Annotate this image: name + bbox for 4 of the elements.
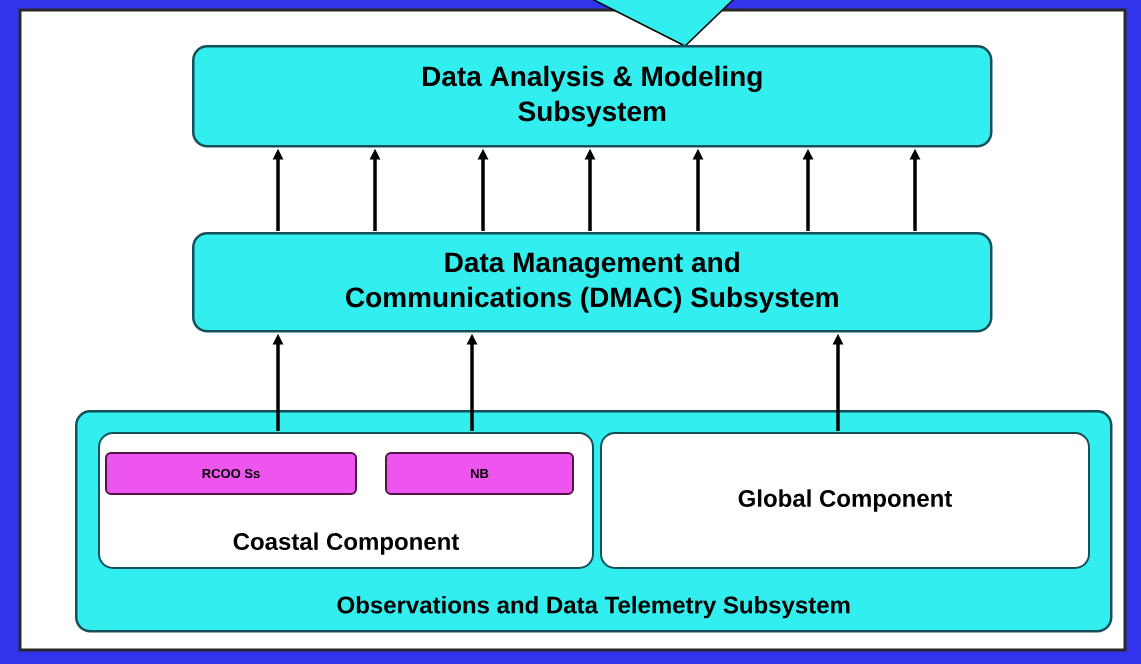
- component-box: Global Component: [600, 432, 1090, 569]
- subsystem-box: Data Management and Communications (DMAC) Subsystem: [192, 232, 993, 333]
- tag-box: NB: [385, 452, 574, 495]
- tag-box: RCOO Ss: [105, 452, 357, 495]
